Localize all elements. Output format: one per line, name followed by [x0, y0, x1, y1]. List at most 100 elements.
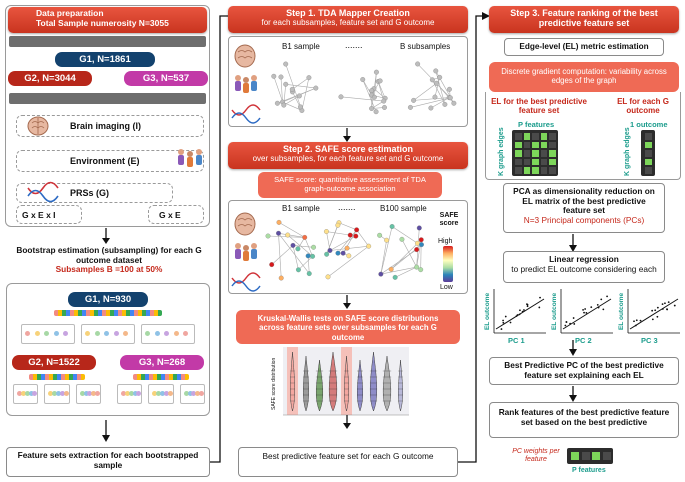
step1-b-label: B subsamples [400, 42, 451, 51]
gxexi-box [16, 205, 82, 224]
matrix-cell [523, 150, 530, 157]
el-each-label: EL for each G outcome [617, 97, 669, 115]
graph-node [276, 219, 282, 225]
graph-node [265, 233, 271, 239]
matrix-cell [532, 150, 539, 157]
scatter-point [582, 308, 584, 311]
graph-edge [285, 63, 303, 111]
sample-dot [79, 391, 85, 396]
violin [344, 355, 349, 412]
data-prep-title: Data preparation [36, 8, 104, 18]
graph-node [392, 274, 398, 280]
graph-edge [292, 77, 310, 90]
graph-node [340, 250, 346, 256]
graph-edge [374, 72, 377, 98]
arrow-best-rank [569, 386, 577, 402]
sample-dot [173, 331, 179, 336]
step1-header: Step 1. TDA Mapper Creation for each sub… [228, 6, 468, 33]
matrix-cell [549, 133, 556, 140]
graph-edge [329, 235, 356, 251]
matrix-cell [532, 141, 539, 148]
step1-panel [228, 36, 468, 127]
sample-dot [156, 391, 162, 396]
graph-edge [298, 256, 313, 271]
sample-dot [20, 391, 26, 396]
arrow-left-1 [102, 228, 110, 244]
violin [290, 351, 295, 412]
sample-dot [63, 331, 69, 336]
graph-edge [380, 226, 393, 275]
grey-divider-mid [9, 93, 206, 104]
graph-node [407, 104, 413, 110]
matrix-cell [523, 167, 530, 174]
weight-cell [602, 452, 611, 460]
graph-node [369, 88, 375, 94]
sample-dot [132, 391, 138, 396]
scatter-point [565, 321, 568, 324]
graph-node [360, 77, 366, 82]
graph-edge [413, 83, 437, 101]
vector-cell [644, 133, 652, 140]
dna-icon [27, 181, 59, 203]
arrow-step1-2 [343, 128, 351, 142]
g2-pill: G2, N=3044 [8, 71, 92, 86]
gxe-label: G x E [159, 210, 181, 220]
graph-node [335, 222, 341, 228]
graph-node [389, 224, 395, 229]
matrix-cell [540, 158, 547, 165]
scatter-point [519, 309, 521, 312]
best-pc-box: Best Predictive PC of the best predictiv… [489, 357, 679, 385]
scatter-point [667, 301, 670, 304]
step1-subtitle: for each subsamples, feature set and G o… [261, 18, 435, 28]
subsample-block [179, 384, 205, 404]
sample-dot [160, 391, 166, 396]
vector-cell [644, 167, 652, 174]
matrix-cell [540, 133, 547, 140]
graph-node [369, 106, 375, 111]
graph-node [437, 74, 443, 80]
matrix-cell [515, 158, 522, 165]
subsample-grid-g2 [10, 374, 104, 412]
scatter-point [596, 303, 599, 306]
prs-box [16, 183, 173, 203]
subsample-grid-g3 [114, 374, 208, 412]
scatter-point [673, 304, 676, 307]
safe-desc-box: SAFE score: quantitative assessment of T… [258, 172, 442, 198]
graph-node [338, 94, 344, 100]
gxexi-label: G x E x I [22, 210, 56, 220]
graph-node [295, 246, 301, 252]
graph-node [418, 267, 424, 273]
sample-dot [199, 391, 205, 396]
graph-node [353, 233, 359, 239]
graph-node [323, 229, 329, 234]
graph-node [377, 232, 383, 238]
kw-text: Kruskal-Wallis tests on SAFE score distr… [257, 314, 439, 342]
step3-header: Step 3. Feature ranking of the best pred… [489, 6, 679, 33]
graph-node [447, 95, 453, 101]
graph-node [296, 93, 302, 99]
graph-node [366, 243, 372, 249]
subsample-grid-g1 [18, 310, 198, 350]
scatter-point [600, 298, 603, 301]
weight-cell [581, 452, 590, 460]
sample-dot [25, 331, 30, 336]
sample-dot [94, 331, 100, 336]
step1-brain-icon [234, 44, 256, 68]
matrix-cell [540, 167, 547, 174]
sample-dot [91, 391, 97, 396]
sample-dot [195, 391, 201, 396]
sample-dot [56, 391, 62, 396]
pc-weights-bar [567, 448, 613, 464]
arrow-lr-best [569, 340, 577, 356]
p-features2-label: P features [572, 467, 606, 474]
graph-node [382, 104, 387, 110]
best-pc-text: Best Predictive PC of the best predictiv… [504, 360, 664, 380]
sample-dot [87, 391, 93, 396]
sample-dot [48, 391, 54, 396]
scatter-point [639, 319, 642, 322]
g3-pill: G3, N=537 [124, 71, 208, 86]
graph-node [274, 100, 280, 106]
graph-edge [391, 226, 418, 244]
sample-dot [17, 391, 22, 396]
scatter-point [602, 308, 605, 311]
